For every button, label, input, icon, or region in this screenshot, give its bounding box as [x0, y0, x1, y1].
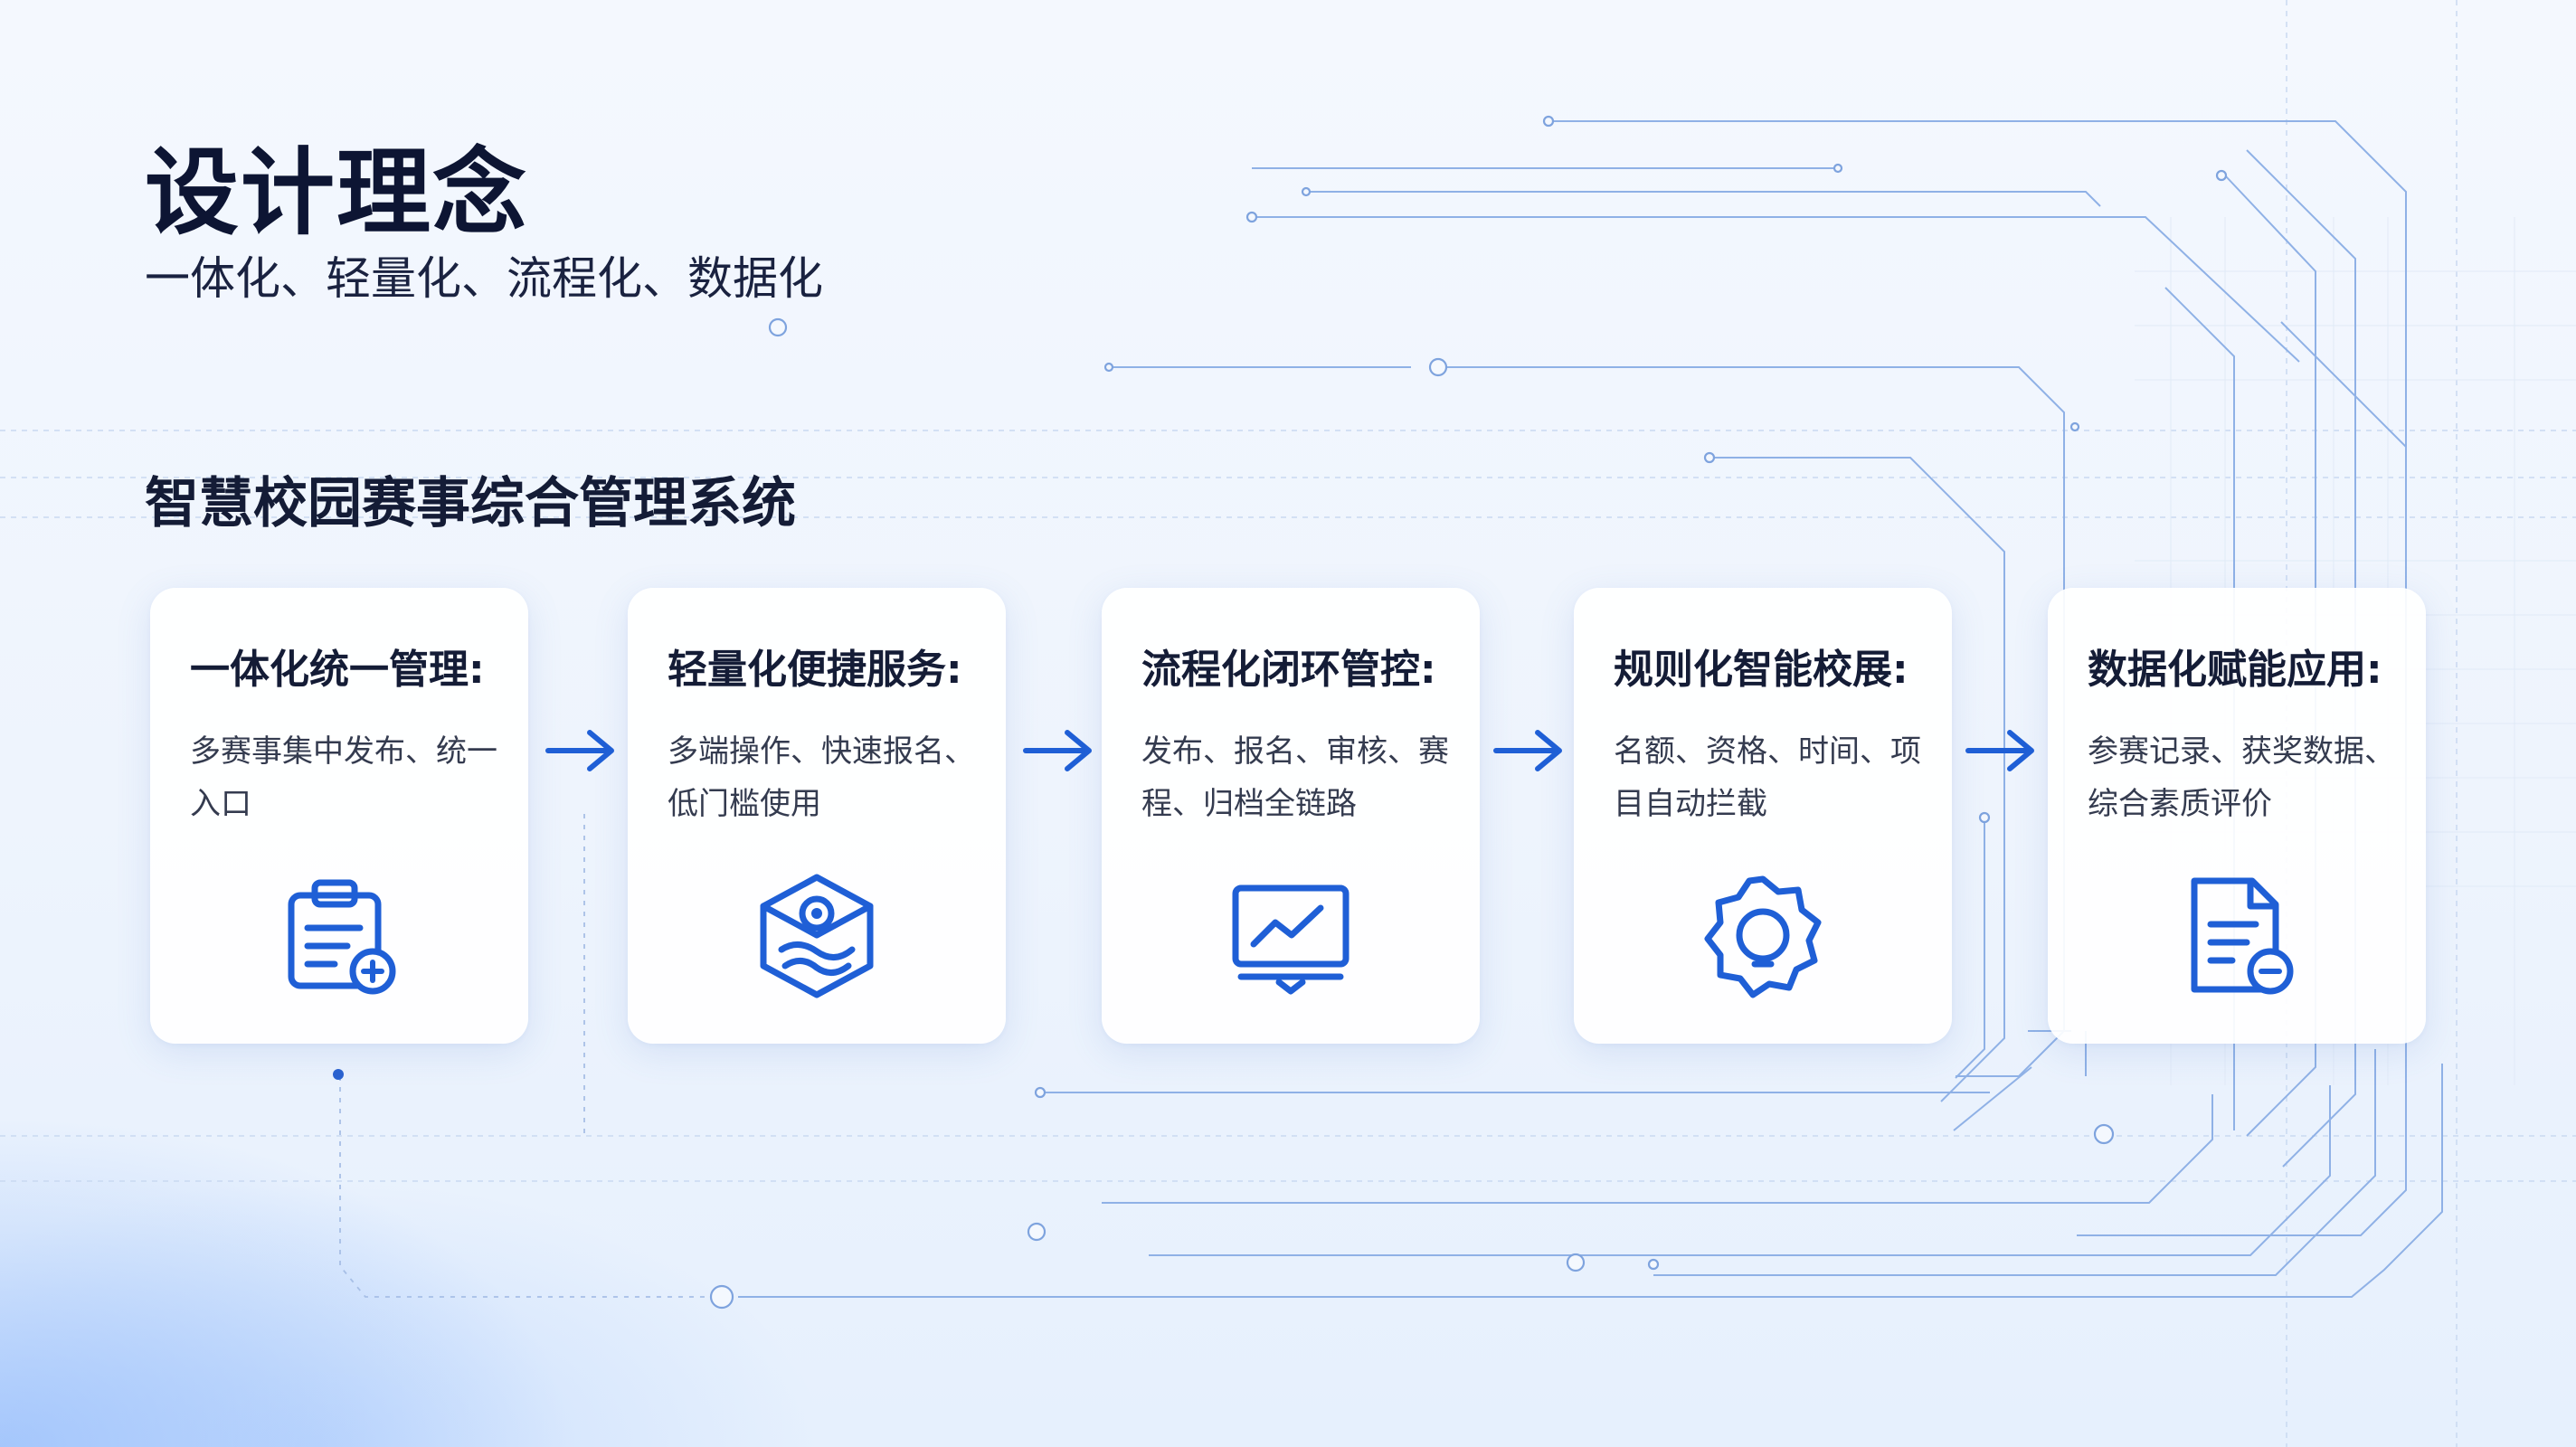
card-description: 发布、报名、审核、赛程、归档全链路 — [1141, 733, 1449, 822]
document-minus-icon — [2191, 877, 2294, 995]
card-title: 数据化赋能应用: — [2088, 647, 2382, 693]
card-data-empowerment: 数据化赋能应用: 参赛记录、获奖数据、综合素质评价 — [2048, 588, 2426, 1044]
system-name: 智慧校园赛事综合管理系统 — [145, 472, 796, 535]
arrow-right-icon — [545, 730, 614, 771]
card-title: 轻量化便捷服务: — [668, 647, 962, 693]
arrow-right-icon — [1493, 730, 1562, 771]
card-title: 流程化闭环管控: — [1141, 647, 1436, 693]
card-description: 多端操作、快速报名、低门槛使用 — [668, 733, 975, 822]
clipboard-add-icon — [288, 879, 396, 995]
card-process-control: 流程化闭环管控: 发布、报名、审核、赛程、归档全链路 — [1102, 588, 1480, 1044]
card-integrated-management: 一体化统一管理: 多赛事集中发布、统一入口 — [150, 588, 528, 1044]
card-description: 名额、资格、时间、项目自动拦截 — [1614, 733, 1921, 822]
page-subtitle: 一体化、轻量化、流程化、数据化 — [145, 252, 823, 305]
card-title: 规则化智能校展: — [1614, 647, 1908, 693]
monitor-chart-icon — [1232, 884, 1350, 995]
card-lightweight-service: 轻量化便捷服务: 多端操作、快速报名、低门槛使用 — [628, 588, 1006, 1044]
card-description: 多赛事集中发布、统一入口 — [190, 733, 497, 822]
arrow-right-icon — [1023, 730, 1092, 771]
hexagon-user-icon — [760, 874, 874, 998]
arrow-right-icon — [1965, 730, 2034, 771]
page-title: 设计理念 — [145, 137, 529, 248]
card-title: 一体化统一管理: — [190, 647, 485, 693]
card-description: 参赛记录、获奖数据、综合素质评价 — [2088, 733, 2395, 822]
card-rule-intelligence: 规则化智能校展: 名额、资格、时间、项目自动拦截 — [1574, 588, 1952, 1044]
gear-badge-icon — [1704, 875, 1822, 998]
